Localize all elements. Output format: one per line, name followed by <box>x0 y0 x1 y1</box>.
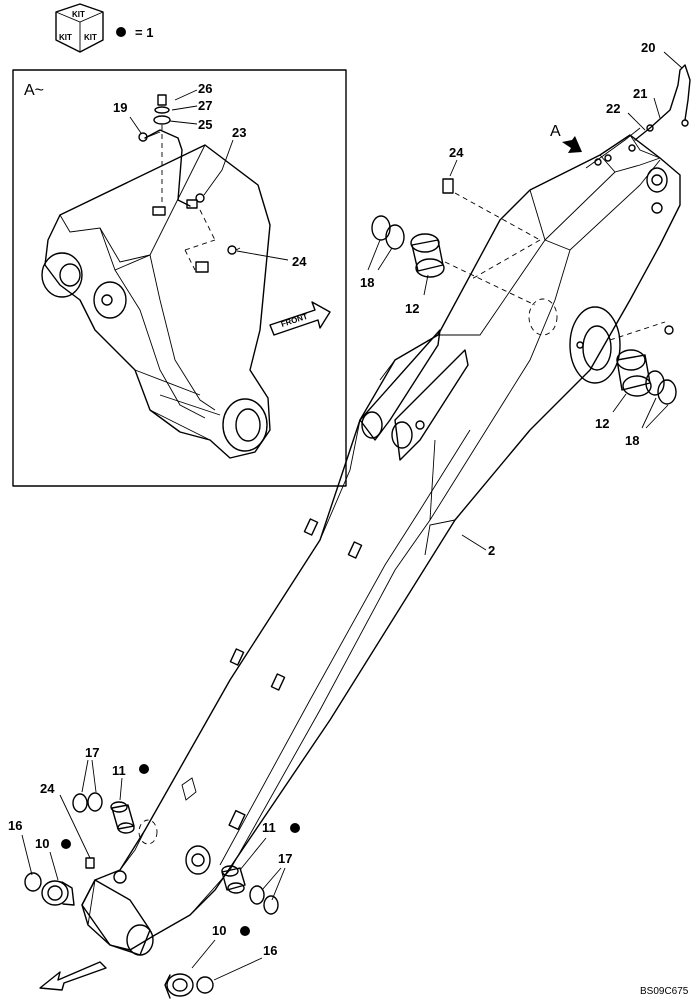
callout-11-right: 11 <box>262 820 276 835</box>
callout-17-left: 17 <box>85 745 99 760</box>
detail-view-label: A~ <box>24 82 44 99</box>
callout-23: 23 <box>232 125 246 140</box>
ring-16-right <box>196 976 214 994</box>
ring-18-left-b <box>385 224 405 250</box>
detail-view-frame <box>12 69 347 487</box>
ring-18-right-a <box>645 370 665 396</box>
bushing-11-right <box>221 865 246 894</box>
bushing-10-left <box>41 880 75 906</box>
front-label: FRONT <box>280 312 309 329</box>
detail-boom-head <box>41 144 271 459</box>
callout-16-right: 16 <box>263 943 277 958</box>
kit-dot-10-right <box>240 926 250 936</box>
ring-18-right-b <box>657 379 677 405</box>
callout-16-left: 16 <box>8 818 22 833</box>
callout-10-right: 10 <box>212 923 226 938</box>
hose-20 <box>634 64 691 141</box>
callout-18-left: 18 <box>360 275 374 290</box>
ring-17-left-b <box>87 792 103 812</box>
callout-21: 21 <box>633 86 647 101</box>
callout-24-detail: 24 <box>292 254 307 269</box>
kit-dot-11-right <box>290 823 300 833</box>
bushing-11-left <box>110 801 135 834</box>
kit-icon: KIT KIT KIT <box>55 3 104 53</box>
callout-10-left: 10 <box>35 836 49 851</box>
bushing-12-right <box>616 349 652 397</box>
ring-18-left-a <box>371 215 391 241</box>
callout-12-left: 12 <box>405 301 419 316</box>
callout-25: 25 <box>198 117 212 132</box>
callout-2: 2 <box>488 543 495 558</box>
front-arrow-icon: FRONT <box>269 301 331 336</box>
callout-27: 27 <box>198 98 212 113</box>
bushing-10-right <box>164 973 194 999</box>
drawing-code: BS09C675 <box>640 986 689 997</box>
view-a-label: A <box>550 123 561 140</box>
view-a-arrow-icon <box>562 136 582 153</box>
ring-16-left <box>24 872 42 892</box>
bushing-12-left <box>410 233 445 278</box>
callout-18-right: 18 <box>625 433 639 448</box>
kit-dot-11-left <box>139 764 149 774</box>
callout-17-right: 17 <box>278 851 292 866</box>
callout-12-right: 12 <box>595 416 609 431</box>
callout-11-left: 11 <box>112 763 126 778</box>
kit-left-text: KIT <box>59 33 72 42</box>
callout-26: 26 <box>198 81 212 96</box>
callout-19: 19 <box>113 100 127 115</box>
direction-arrow-icon <box>39 961 107 991</box>
kit-top-text: KIT <box>72 10 85 19</box>
grease-nipple-24-foot <box>85 857 95 869</box>
grease-nipple-24-top <box>442 178 454 194</box>
main-boom <box>81 124 681 956</box>
callout-24-foot: 24 <box>40 781 55 796</box>
kit-legend-text: = 1 <box>135 25 153 40</box>
callout-24-top: 24 <box>449 145 464 160</box>
callout-22: 22 <box>606 101 620 116</box>
kit-dot-10-left <box>61 839 71 849</box>
kit-dot-icon <box>116 27 126 37</box>
ring-17-left-a <box>72 793 88 813</box>
kit-right-text: KIT <box>84 33 97 42</box>
callout-20: 20 <box>641 40 655 55</box>
ring-17-right-a <box>249 885 265 905</box>
ring-17-right-b <box>263 895 279 915</box>
detail-grease-line <box>138 94 241 273</box>
